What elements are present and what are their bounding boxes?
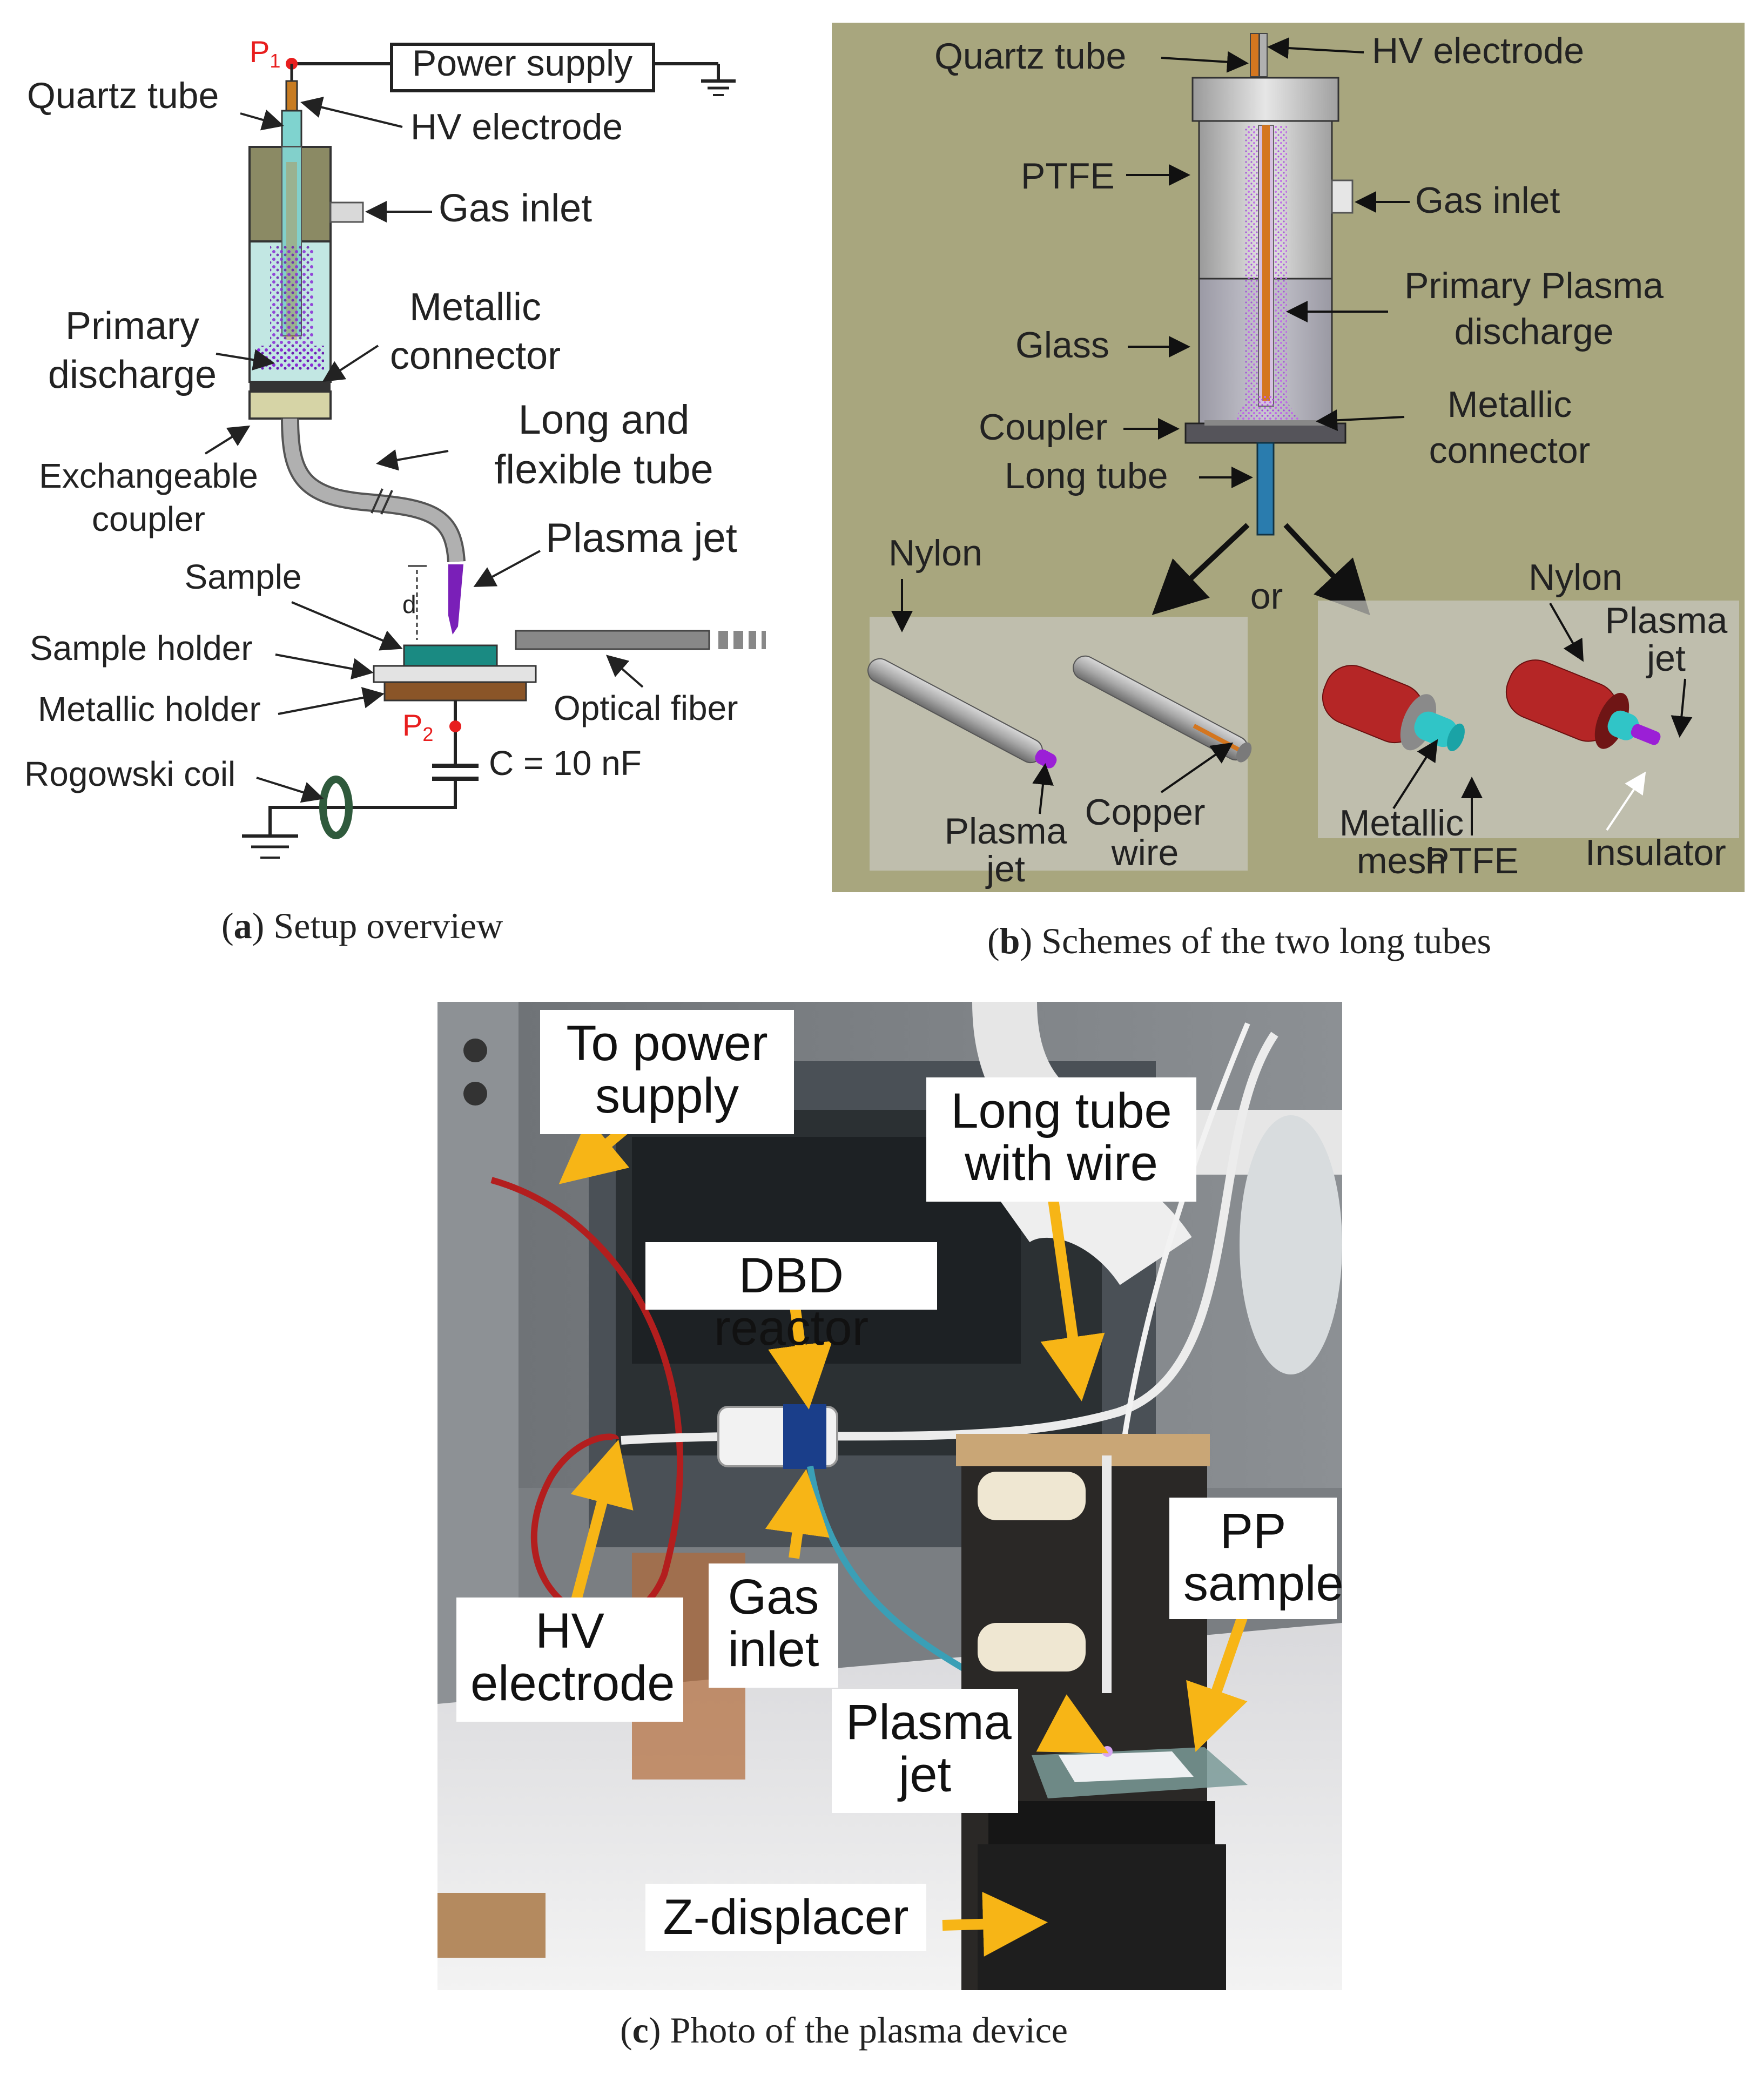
power-supply-box — [390, 43, 655, 92]
panel-a-setup-diagram: P1 Power supply Quartz tube HV electrode… — [24, 35, 766, 859]
b-nylon-left-label: Nylon — [888, 533, 982, 574]
capacitor-label: C = 10 nF — [489, 744, 642, 783]
quartz-tube-top — [281, 110, 302, 149]
hv-electrode-rod — [285, 80, 298, 114]
caption-b: (b) Schemes of the two long tubes — [987, 920, 1492, 961]
capacitor-icon — [432, 764, 479, 781]
b-long-tube — [1256, 442, 1275, 536]
panel-b-tube-schemes: Quartz tube HV electrode PTFE Gas inlet … — [832, 23, 1745, 892]
caption-a: (a) Setup overview — [221, 905, 503, 946]
c-label-z-displacer: Z-displacer — [645, 1884, 926, 1951]
quartz-tube-label: Quartz tube — [27, 75, 219, 116]
long-flexible-label-1: Long and — [519, 397, 690, 443]
gas-inlet-label: Gas inlet — [439, 187, 592, 230]
b-glass-label: Glass — [1015, 325, 1109, 366]
b-reactor-top-cap — [1191, 77, 1339, 122]
long-flexible-label-2: flexible tube — [494, 447, 713, 493]
b-quartz-tube-label: Quartz tube — [934, 36, 1126, 77]
metallic-holder-plate — [383, 681, 527, 702]
sample-holder-plate — [373, 665, 537, 683]
b-wire-tube-box — [870, 617, 1248, 871]
rogowski-coil-icon — [319, 776, 353, 839]
b-gas-inlet-port — [1331, 179, 1354, 214]
caption-c: (c) Photo of the plasma device — [620, 2010, 1068, 2051]
exchangeable-coupler-label-2: coupler — [92, 500, 205, 538]
rogowski-coil-label: Rogowski coil — [24, 754, 235, 793]
ground-icon-bottom — [242, 834, 298, 859]
b-plasma-jet-right-2: jet — [1646, 638, 1686, 679]
plasma-jet-plume — [448, 564, 463, 635]
power-supply-label: Power supply — [412, 43, 632, 84]
b-hv-electrode-label: HV electrode — [1372, 30, 1584, 71]
power-circuit — [286, 43, 736, 96]
b-insulated-tube — [1505, 659, 1661, 749]
b-insulator-label: Insulator — [1585, 832, 1726, 873]
b-primary-plasma-label-2: discharge — [1455, 311, 1614, 352]
b-coupler — [1184, 422, 1346, 444]
b-nylon-right-label: Nylon — [1529, 557, 1622, 598]
b-metallic-mesh-1: Metallic — [1339, 803, 1464, 844]
optical-fiber — [515, 630, 710, 650]
distance-d-label: d — [402, 590, 416, 618]
b-gas-inlet-label: Gas inlet — [1415, 180, 1560, 221]
sample-holder-label: Sample holder — [30, 629, 253, 668]
b-plasma-jet-left-2: jet — [985, 848, 1025, 889]
b-ptfe-bottom-label: PTFE — [1425, 840, 1519, 881]
b-ptfe-label: PTFE — [1021, 156, 1115, 197]
panel-c-photo — [437, 1002, 1342, 1990]
b-mesh-tube — [1322, 665, 1465, 751]
b-metallic-connector-label-2: connector — [1429, 430, 1591, 471]
b-plasma-jet-right-1: Plasma — [1605, 600, 1728, 641]
p2-label: P2 — [402, 708, 433, 745]
c-label-dbd-reactor: DBD reactor — [645, 1242, 937, 1354]
b-primary-plasma-label-1: Primary Plasma — [1404, 265, 1664, 306]
gas-inlet-port — [329, 201, 364, 223]
b-copper-wire-1: Copper — [1085, 792, 1205, 833]
metallic-connector-label-1: Metallic — [409, 286, 541, 329]
point-p2 — [449, 720, 461, 732]
primary-discharge-label-1: Primary — [65, 305, 199, 348]
reactor-body — [248, 146, 332, 420]
ground-icon-top — [701, 79, 736, 96]
exchangeable-coupler-label-1: Exchangeable — [39, 456, 258, 495]
p1-label: P1 — [250, 35, 280, 72]
metallic-holder-label: Metallic holder — [38, 690, 261, 729]
b-metallic-connector-label-1: Metallic — [1447, 384, 1572, 425]
b-long-tube-label: Long tube — [1005, 455, 1168, 496]
b-or-label: or — [1250, 576, 1283, 617]
hv-electrode-label: HV electrode — [410, 106, 623, 147]
sample-label: Sample — [185, 557, 302, 596]
b-metallic-mesh-2: mesh — [1357, 840, 1446, 881]
b-plasma-jet-left-1: Plasma — [945, 811, 1067, 852]
b-copper-wire-2: wire — [1111, 832, 1179, 873]
primary-discharge-label-2: discharge — [48, 353, 217, 396]
metallic-connector-label-2: connector — [390, 334, 561, 378]
plasma-jet-label: Plasma jet — [546, 515, 737, 561]
sample-block — [403, 644, 498, 667]
b-coupler-label: Coupler — [979, 407, 1107, 448]
optical-fiber-label: Optical fiber — [554, 689, 738, 727]
